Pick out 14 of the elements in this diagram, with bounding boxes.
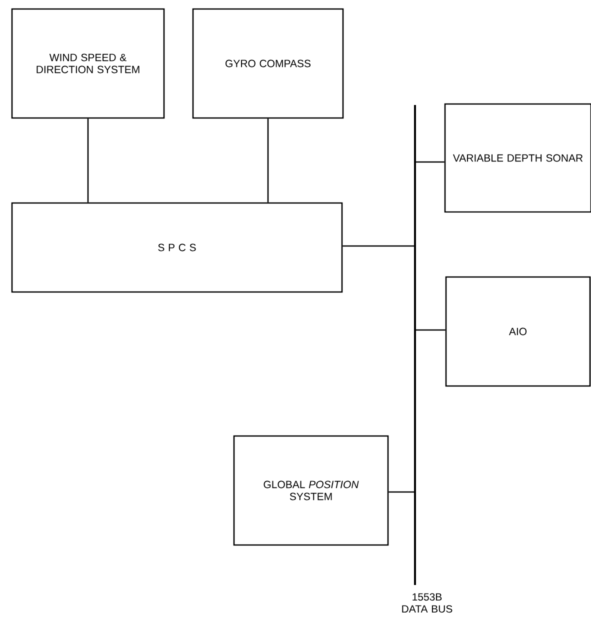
- system-box: GYRO COMPASS: [192, 8, 344, 119]
- connector-line: [388, 491, 415, 493]
- system-box: WIND SPEED & DIRECTION SYSTEM: [11, 8, 165, 119]
- system-box: S P C S: [11, 202, 343, 293]
- system-box: AIO: [445, 276, 591, 387]
- connector-line: [267, 118, 269, 202]
- connector-line: [415, 161, 444, 163]
- connector-line: [342, 245, 415, 247]
- system-box: GLOBAL POSITION SYSTEM: [233, 435, 389, 546]
- connector-line: [87, 118, 89, 202]
- bus-label: 1553B DATA BUS: [402, 593, 452, 613]
- connector-line: [415, 329, 446, 331]
- data-bus-line: [414, 105, 416, 585]
- system-box: VARIABLE DEPTH SONAR: [444, 103, 591, 213]
